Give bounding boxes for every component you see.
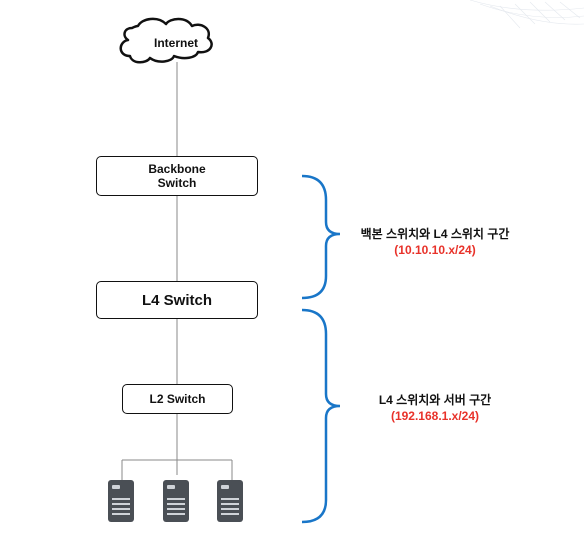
server-icon	[108, 480, 134, 522]
segment-title: L4 스위치와 서버 구간	[378, 393, 492, 407]
segment-label-1: 백본 스위치와 L4 스위치 구간 (10.10.10.x/24)	[330, 226, 540, 258]
l4-switch-label: L4 Switch	[141, 291, 212, 309]
l2-switch-label: L2 Switch	[149, 392, 206, 406]
backbone-switch-node: Backbone Switch	[96, 156, 258, 196]
segment-bracket-2	[301, 308, 341, 524]
server-icon	[163, 480, 189, 522]
segment-title: 백본 스위치와 L4 스위치 구간	[360, 227, 510, 241]
server-icon	[217, 480, 243, 522]
l2-switch-node: L2 Switch	[122, 384, 233, 414]
corner-mesh-decoration	[469, 0, 584, 29]
backbone-label-line2: Switch	[157, 176, 197, 190]
segment-label-2: L4 스위치와 서버 구간 (192.168.1.x/24)	[330, 392, 540, 424]
l4-switch-node: L4 Switch	[96, 281, 258, 319]
backbone-label-line1: Backbone	[148, 162, 206, 176]
segment-subnet: (192.168.1.x/24)	[390, 409, 480, 423]
internet-label: Internet	[153, 36, 198, 50]
segment-bracket-1	[301, 174, 341, 300]
cloud-icon	[119, 17, 213, 64]
segment-subnet: (10.10.10.x/24)	[394, 243, 476, 257]
